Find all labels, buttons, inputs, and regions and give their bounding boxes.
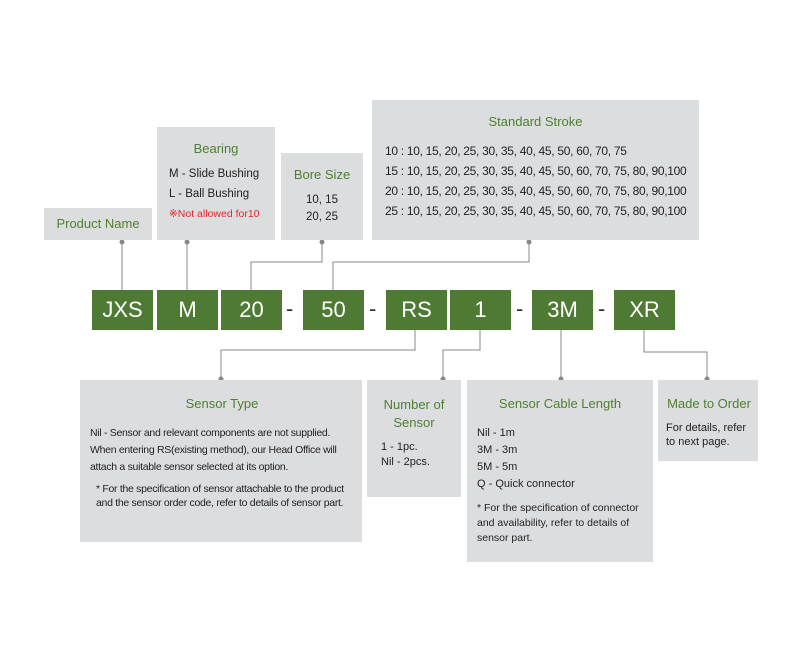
code-sensor-count: 1 — [450, 290, 511, 330]
bore-size-title: Bore Size — [293, 167, 351, 182]
code-cable-length: 3M — [532, 290, 593, 330]
cable-length-box: Sensor Cable Length Nil - 1m 3M - 3m 5M … — [467, 380, 653, 562]
sensor-type-title: Sensor Type — [185, 396, 259, 411]
sensor-type-box: Sensor Type Nil - Sensor and relevant co… — [80, 380, 362, 542]
made-to-order-box: Made to Order For details, refer to next… — [658, 380, 758, 461]
stroke-row: 20 : 10, 15, 20, 25, 30, 35, 40, 45, 50,… — [385, 184, 687, 198]
product-name-title: Product Name — [56, 216, 140, 231]
code-made-to-order: XR — [614, 290, 675, 330]
number-of-sensor-box: Number of Sensor 1 - 1pc. Nil - 2pcs. — [367, 380, 461, 497]
bearing-box: Bearing M - Slide Bushing L - Ball Bushi… — [157, 127, 275, 240]
cable-length-title: Sensor Cable Length — [498, 396, 622, 411]
stroke-row: 25 : 10, 15, 20, 25, 30, 35, 40, 45, 50,… — [385, 204, 687, 218]
product-name-box: Product Name — [44, 208, 152, 240]
number-of-sensor-title: Number of Sensor — [383, 397, 445, 430]
sensor-count-option: Nil - 2pcs. — [381, 456, 430, 468]
bore-size-option: 10, 15 — [306, 194, 338, 206]
made-to-order-title: Made to Order — [667, 396, 751, 411]
code-dash: - — [369, 296, 377, 321]
cable-length-option: 3M - 3m — [477, 444, 518, 456]
stroke-row: 10 : 10, 15, 20, 25, 30, 35, 40, 45, 50,… — [385, 144, 627, 158]
made-to-order-text: For details, refer to next page. — [666, 422, 747, 448]
cable-length-option: 5M - 5m — [477, 461, 518, 473]
cable-length-option: Q - Quick connector — [477, 478, 575, 490]
cable-length-option: Nil - 1m — [477, 427, 515, 439]
cable-length-note: * For the specification of connector and… — [477, 502, 639, 544]
stroke-row: 15 : 10, 15, 20, 25, 30, 35, 40, 45, 50,… — [385, 164, 687, 178]
bearing-option: L - Ball Bushing — [169, 188, 250, 200]
standard-stroke-title: Standard Stroke — [488, 114, 583, 129]
bearing-title: Bearing — [193, 141, 239, 156]
code-dash: - — [516, 296, 524, 321]
code-sensor-type: RS — [386, 290, 447, 330]
sensor-type-line: Nil - Sensor and relevant components are… — [90, 427, 331, 439]
sensor-type-line: attach a suitable sensor selected at its… — [90, 461, 289, 473]
sensor-count-option: 1 - 1pc. — [381, 441, 418, 453]
code-bearing: M — [157, 290, 218, 330]
code-dash: - — [598, 296, 606, 321]
sensor-type-line: When entering RS(existing method), our H… — [90, 444, 337, 456]
standard-stroke-box: Standard Stroke 10 : 10, 15, 20, 25, 30,… — [372, 100, 699, 240]
sensor-type-note: * For the specification of sensor attach… — [96, 483, 344, 509]
code-stroke: 50 — [303, 290, 364, 330]
bore-size-box: Bore Size 10, 15 20, 25 — [281, 153, 363, 240]
bore-size-option: 20, 25 — [306, 211, 338, 223]
code-dash: - — [286, 296, 294, 321]
bearing-note: ※Not allowed for10 — [169, 208, 260, 220]
code-series: JXS — [92, 290, 153, 330]
code-bore: 20 — [221, 290, 282, 330]
bearing-option: M - Slide Bushing — [169, 168, 260, 180]
